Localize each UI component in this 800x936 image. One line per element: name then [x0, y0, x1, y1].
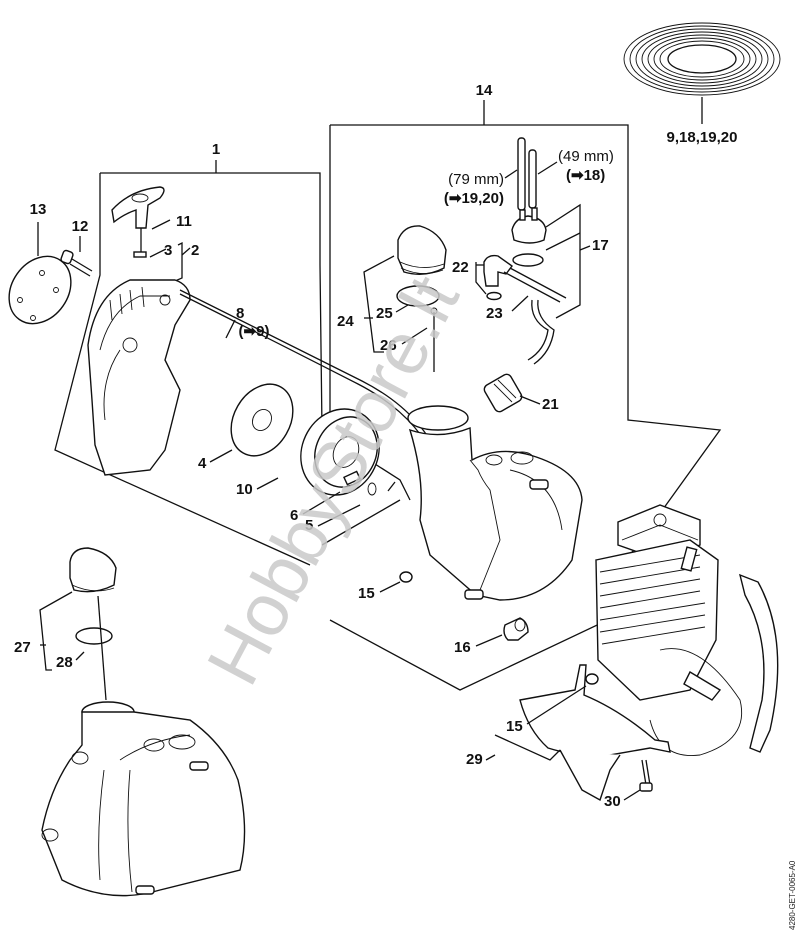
callout-25: 25 — [376, 305, 393, 322]
callout-30: 30 — [604, 793, 621, 810]
callout-11: 11 — [176, 213, 192, 230]
hose-long-length: (79 mm) — [448, 171, 504, 188]
callout-1: 1 — [212, 141, 220, 158]
callout-27: 27 — [14, 639, 31, 656]
spring-housing-4 — [209, 383, 294, 463]
fuel-filter-21 — [483, 299, 555, 413]
grommet-15-upper — [379, 571, 413, 593]
callout-24: 24 — [337, 313, 354, 330]
callout-14: 14 — [476, 82, 493, 99]
callout-15-lower: 15 — [506, 718, 523, 735]
hose-spool — [623, 22, 781, 124]
callout-3: 3 — [164, 242, 172, 259]
guard-29 — [485, 664, 671, 802]
hose-long-ref: (➡19,20) — [444, 190, 504, 207]
document-id: 4280-GET-0065-A0 — [788, 860, 797, 930]
group-1-outline — [54, 160, 411, 566]
rope-rotor-10 — [256, 408, 380, 496]
screw-30 — [623, 759, 653, 801]
group-14-outline — [329, 100, 722, 691]
engine-block — [595, 504, 779, 757]
callout-13: 13 — [30, 201, 47, 218]
tank-cap-24 — [363, 225, 447, 372]
fuel-tank-installed — [41, 701, 246, 897]
annular-buffer-16 — [475, 617, 529, 647]
callout-12: 12 — [72, 218, 89, 235]
callout-10: 10 — [236, 481, 253, 498]
fuel-tank — [407, 405, 583, 601]
fuel-hoses — [504, 137, 558, 211]
callout-8: 8 — [236, 305, 244, 322]
callout-4: 4 — [198, 455, 207, 472]
callout-spool-refs: 9,18,19,20 — [667, 129, 738, 146]
starter-grip-11 — [111, 186, 191, 286]
tank-cap-27 — [39, 547, 117, 701]
callout-23: 23 — [486, 305, 503, 322]
callout-29: 29 — [466, 751, 483, 768]
callout-15-upper: 15 — [358, 585, 375, 602]
callout-8-ref: (➡9) — [239, 323, 270, 340]
callout-5: 5 — [305, 517, 313, 534]
callout-2: 2 — [191, 242, 199, 259]
callout-16: 16 — [454, 639, 471, 656]
callout-26: 26 — [380, 337, 397, 354]
valve-22 — [475, 254, 567, 312]
pawl-parts — [302, 470, 401, 546]
hose-short-ref: (➡18) — [566, 167, 605, 184]
callout-22: 22 — [452, 259, 469, 276]
callout-28: 28 — [56, 654, 73, 671]
cover-plate-13 — [8, 222, 72, 325]
tank-vent-17 — [511, 203, 591, 319]
hose-short-length: (49 mm) — [558, 148, 614, 165]
callout-6: 6 — [290, 507, 298, 524]
screw-12 — [60, 236, 93, 277]
callout-17: 17 — [592, 237, 609, 254]
callout-21: 21 — [542, 396, 559, 413]
